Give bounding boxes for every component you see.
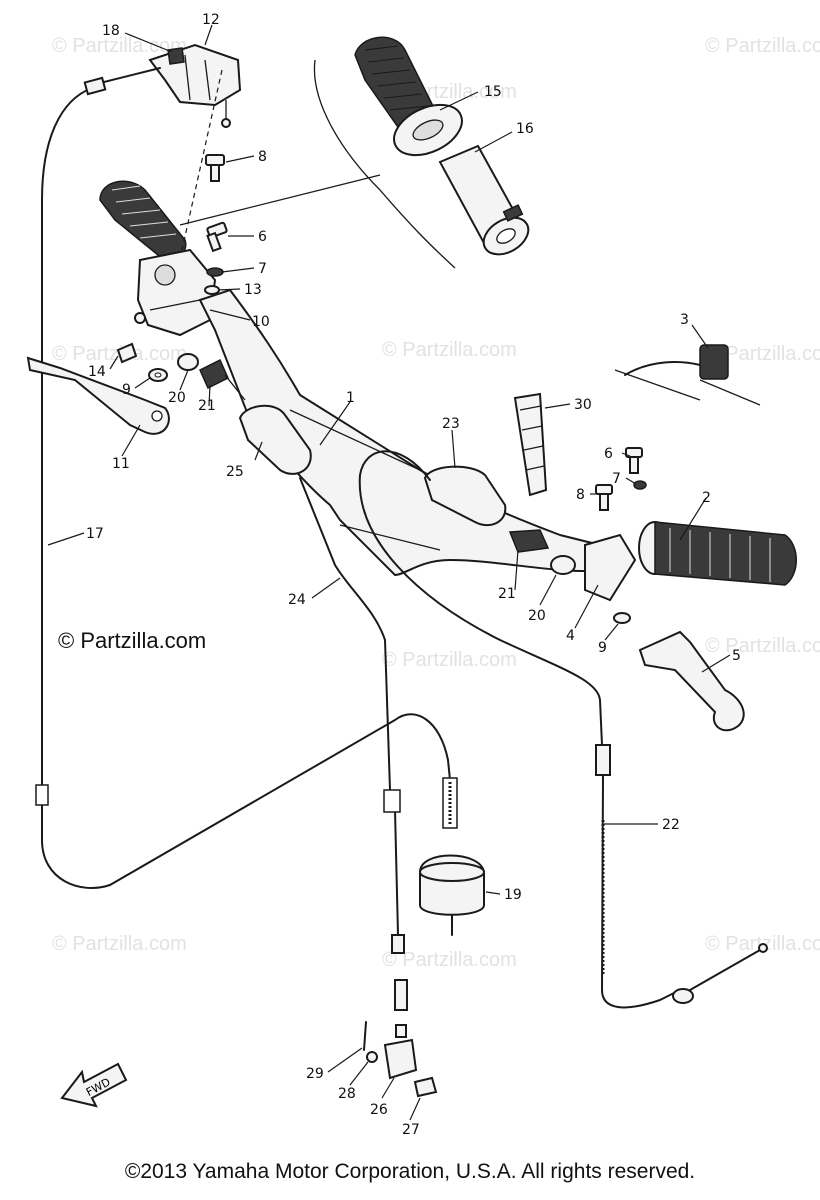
callout-28: 28 <box>338 1086 356 1102</box>
adjuster-21-right <box>508 529 550 553</box>
watermark: © Partzilla.com <box>52 35 187 57</box>
right-grip-2 <box>638 521 797 586</box>
callout-1: 1 <box>346 390 355 406</box>
callout-18: 18 <box>102 23 120 39</box>
bolt-8-left <box>205 154 225 182</box>
washer-28 <box>366 1051 378 1063</box>
left-grip <box>99 180 187 260</box>
washer-9-right <box>613 612 631 624</box>
cable-boot-23 <box>423 465 507 527</box>
nut-13 <box>204 285 220 295</box>
callout-11: 11 <box>112 456 130 472</box>
assembly-19 <box>419 759 485 936</box>
callout-13: 13 <box>244 282 262 298</box>
inset-leader <box>179 174 381 226</box>
switch-3 <box>614 344 761 406</box>
bolt-14 <box>116 342 138 364</box>
callout-10: 10 <box>252 314 270 330</box>
washer-7-left <box>206 267 224 277</box>
cable-to-oil-pump <box>109 713 449 886</box>
callout-14: 14 <box>88 364 106 380</box>
callout-12: 12 <box>202 12 220 28</box>
bolt-27 <box>413 1076 438 1098</box>
adjuster-21-left <box>199 358 246 401</box>
leader-lines <box>47 24 731 1121</box>
callout-29: 29 <box>306 1066 324 1082</box>
callout-17: 17 <box>86 526 104 542</box>
callout-27: 27 <box>402 1122 420 1138</box>
lever-holder-4 <box>584 533 637 602</box>
callout-26: 26 <box>370 1102 388 1118</box>
watermark: © Partzilla.com <box>382 649 517 671</box>
watermark: © Partzilla.com <box>705 35 820 57</box>
callout-6: 6 <box>604 446 613 462</box>
brake-lever-5 <box>638 630 745 732</box>
band-30 <box>513 392 548 497</box>
decomp-cable-24-lower <box>394 809 399 936</box>
callout-7: 7 <box>612 471 621 487</box>
callout-23: 23 <box>442 416 460 432</box>
fwd-arrow: FWD <box>60 1062 128 1108</box>
washer-7-right <box>633 480 647 490</box>
watermark: © Partzilla.com <box>52 933 187 955</box>
callout-8: 8 <box>576 487 585 503</box>
cable-break <box>383 789 401 813</box>
callout-2: 2 <box>702 490 711 506</box>
watermark: © Partzilla.com <box>705 343 820 365</box>
callout-9: 9 <box>598 640 607 656</box>
adjuster-20-left <box>177 353 199 371</box>
lever-holder-10 <box>134 248 217 337</box>
callout-21: 21 <box>198 398 216 414</box>
callout-6: 6 <box>258 229 267 245</box>
bracket-26 <box>383 1038 418 1080</box>
throttle-cable-17-lower <box>41 801 111 889</box>
callout-24: 24 <box>288 592 306 608</box>
callout-4: 4 <box>566 628 575 644</box>
pin-29 <box>363 1021 367 1051</box>
watermark: © Partzilla.com <box>705 635 820 657</box>
callout-22: 22 <box>662 817 680 833</box>
handlebar-crossbar <box>289 409 441 551</box>
copyright-notice: ©2013 Yamaha Motor Corporation, U.S.A. A… <box>124 1160 696 1183</box>
watermark: © Partzilla.com <box>382 949 517 971</box>
throttle-tube-16 <box>438 144 530 256</box>
assembly-guide-line <box>181 69 223 251</box>
callout-8: 8 <box>258 149 267 165</box>
adjuster-20-right <box>550 555 576 575</box>
brake-cable-22 <box>595 744 768 1009</box>
grip-15 <box>354 36 463 157</box>
callout-20: 20 <box>528 608 546 624</box>
callout-5: 5 <box>732 648 741 664</box>
callout-9: 9 <box>122 382 131 398</box>
callout-labels: 18 12 15 16 8 6 7 13 10 14 9 20 21 11 25… <box>86 12 741 1138</box>
cable-break <box>35 784 49 806</box>
watermark-main: © Partzilla.com <box>58 628 207 653</box>
throttle-housing-12 <box>83 43 242 128</box>
callout-21: 21 <box>498 586 516 602</box>
callout-15: 15 <box>484 84 502 100</box>
callout-16: 16 <box>516 121 534 137</box>
cable-clip-18 <box>167 47 185 65</box>
cable-end-fittings <box>391 934 408 1038</box>
cable-boot-25 <box>238 404 312 475</box>
callout-30: 30 <box>574 397 592 413</box>
callout-25: 25 <box>226 464 244 480</box>
front-brake-cable <box>358 450 603 746</box>
throttle-cable-17 <box>41 87 93 791</box>
callout-19: 19 <box>504 887 522 903</box>
inset-boundary <box>313 59 456 269</box>
washer-9-left <box>148 368 168 382</box>
bolt-6-right <box>625 447 643 474</box>
bolt-6-left <box>206 221 228 253</box>
callout-20: 20 <box>168 390 186 406</box>
watermark: © Partzilla.com <box>382 339 517 361</box>
callout-7: 7 <box>258 261 267 277</box>
decomp-cable-24 <box>299 477 391 791</box>
bolt-8-right <box>595 484 613 511</box>
clutch-lever-11 <box>26 356 170 435</box>
callout-3: 3 <box>680 312 689 328</box>
